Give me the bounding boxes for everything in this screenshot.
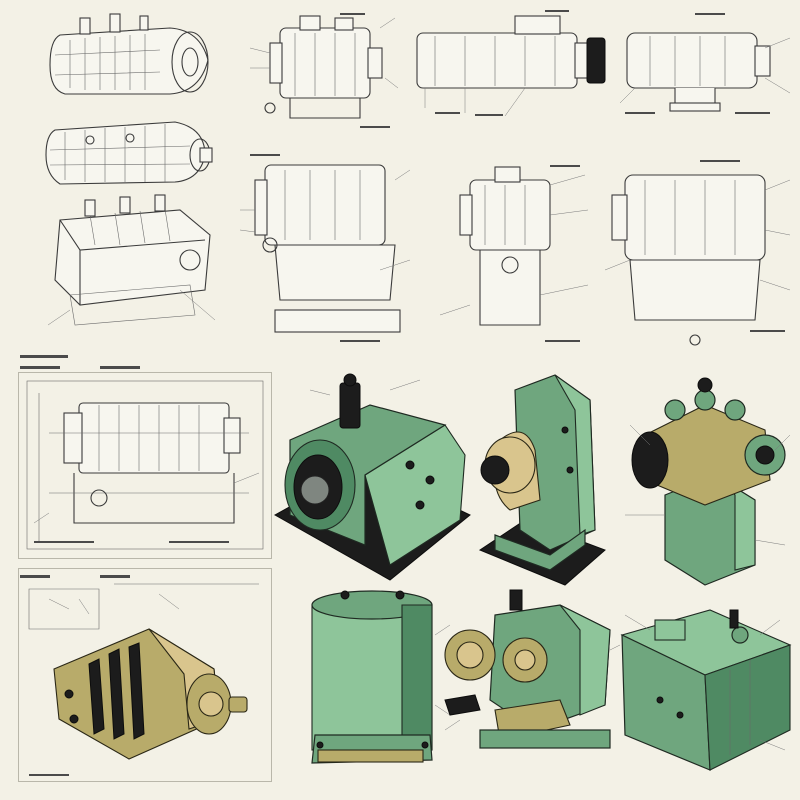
green-box-housing [610, 590, 795, 780]
olive-panel-header [20, 572, 140, 582]
line-front-view-2 [430, 155, 595, 345]
green-bracket-isometric [455, 370, 625, 590]
panel-header-ink-2 [20, 364, 150, 372]
framed-schematic-panel [18, 372, 272, 559]
line-side-view-3 [615, 8, 795, 123]
green-gear-assembly [440, 589, 621, 765]
green-motor-isometric [270, 365, 475, 590]
line-side-view-1 [240, 8, 400, 133]
framed-olive-motor-panel [18, 568, 272, 782]
line-isometric-bottom [40, 194, 220, 330]
line-side-view-2 [405, 8, 610, 123]
line-front-view-3 [600, 150, 795, 350]
green-assembly-isometric [615, 365, 800, 590]
line-isometric-top [40, 10, 215, 100]
line-isometric-middle [40, 110, 215, 190]
panel-header-ink [20, 354, 80, 360]
green-cylinder-motor [300, 585, 451, 785]
line-front-view-1 [230, 150, 415, 345]
